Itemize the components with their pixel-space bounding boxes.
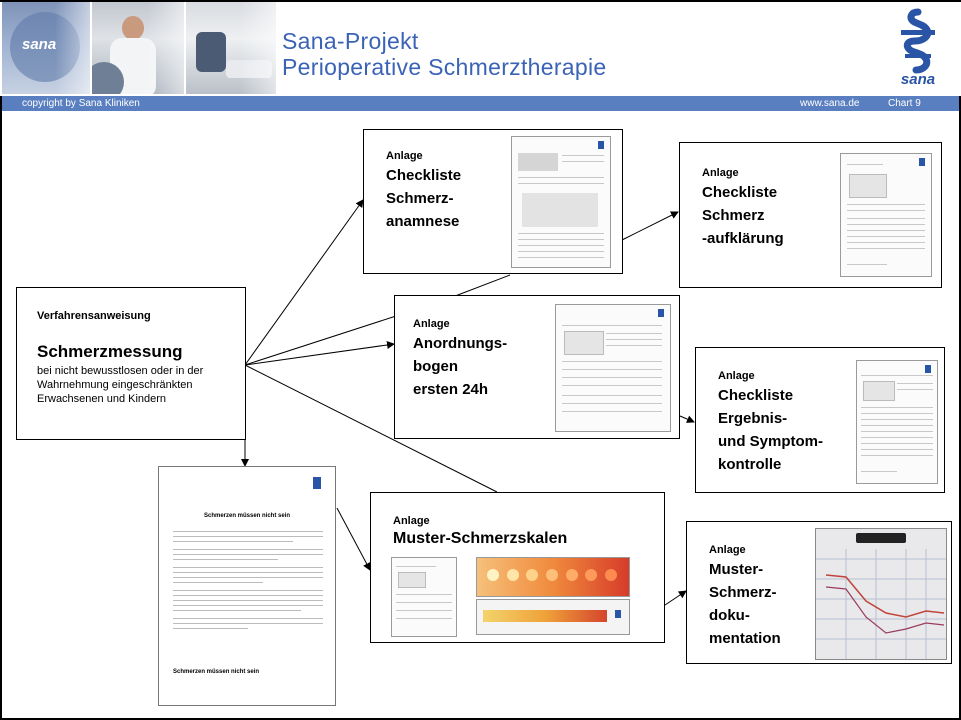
- letter-footer-heading: Schmerzen müssen nicht sein: [173, 669, 260, 675]
- face-icon: [565, 569, 578, 581]
- face-icon: [526, 569, 539, 581]
- anlage-line: kontrolle: [718, 456, 782, 473]
- anlage-label: Anlage: [413, 318, 450, 330]
- anlage-line: Ergebnis-: [718, 410, 788, 427]
- procedure-heading: Verfahrensanweisung: [37, 310, 151, 322]
- anlage-line: Anordnungs-: [413, 335, 508, 352]
- chart-number: Chart 9: [888, 98, 921, 109]
- anlage-label: Anlage: [386, 150, 423, 162]
- pain-ruler-scale-image: [476, 599, 630, 635]
- face-icon: [604, 569, 617, 581]
- arrow-to-doku: [664, 590, 687, 606]
- anlage-box-anamnese: Anlage Checkliste Schmerz- anamnese: [363, 129, 623, 274]
- procedure-description: bei nicht bewusstlosen oder in der Wahrn…: [37, 365, 204, 405]
- title-line-1: Sana-Projekt: [282, 28, 419, 54]
- documentation-chart-image: [815, 528, 947, 660]
- anlage-box-dokumentation: Anlage Muster- Schmerz- doku- mentation: [686, 521, 952, 664]
- sana-logo-text: sana: [900, 71, 936, 88]
- anlage-line: Schmerz-: [709, 584, 777, 601]
- anlage-line: und Symptom-: [718, 433, 823, 450]
- anlage-line: Muster-Schmerzskalen: [393, 530, 568, 547]
- frame-border: [0, 718, 961, 720]
- anlage-label: Anlage: [393, 515, 430, 527]
- anlage-line: anamnese: [386, 213, 460, 230]
- anlage-line: Schmerz: [702, 207, 765, 224]
- anlage-line: Checkliste: [718, 387, 794, 404]
- sana-logo-icon: [901, 8, 935, 74]
- face-icon: [506, 569, 519, 581]
- anlage-box-aufklaerung: Anlage Checkliste Schmerz -aufklärung: [679, 142, 942, 288]
- procedure-title: Schmerzmessung: [37, 342, 183, 361]
- arrow-to-skalen: [336, 507, 371, 571]
- title-line-2: Perioperative Schmerztherapie: [282, 54, 607, 80]
- anlage-line: -aufklärung: [702, 230, 784, 247]
- anlage-line: doku-: [709, 607, 750, 624]
- anlage-line: bogen: [413, 358, 458, 375]
- face-icon: [545, 569, 558, 581]
- anlage-line: Muster-: [709, 561, 764, 578]
- anlage-line: mentation: [709, 630, 781, 647]
- pain-face-scale-image: [476, 557, 630, 597]
- document-thumbnail: [511, 136, 611, 268]
- line-to-anordnung: [244, 315, 397, 366]
- header: sana Sana-Projekt Perioperative Schmerzt…: [0, 0, 961, 97]
- frame-border: [0, 96, 2, 720]
- letter-logo-icon: [313, 477, 321, 489]
- anlage-line: Checkliste: [702, 184, 778, 201]
- procedure-box: Verfahrensanweisung Schmerzmessung bei n…: [16, 287, 246, 440]
- anlage-box-ergebnis: Anlage Checkliste Ergebnis- und Symptom-…: [695, 347, 945, 493]
- page-title: Sana-Projekt Perioperative Schmerztherap…: [282, 28, 606, 80]
- sana-logo: sana: [883, 8, 953, 92]
- face-icon: [585, 569, 598, 581]
- header-photo-logo-sign: sana: [2, 2, 90, 94]
- scale-logo-icon: [615, 610, 621, 618]
- header-photo-nurse: [92, 2, 184, 94]
- line-to-skalen: [244, 364, 498, 493]
- line-anamnese-anordnung: [449, 274, 511, 299]
- documentation-chart-lines: [816, 549, 946, 659]
- document-thumbnail: [555, 304, 671, 432]
- info-bar: copyright by Sana Kliniken www.sana.de C…: [0, 96, 961, 111]
- anlage-box-anordnungsbogen: Anlage Anordnungs- bogen ersten 24h: [394, 295, 680, 439]
- arrow-to-aufklaerung: [621, 211, 679, 241]
- arrow-to-ergebnis: [679, 415, 695, 423]
- anlage-line: Schmerz-: [386, 190, 454, 207]
- letter-body-lines: [173, 527, 323, 633]
- anlage-label: Anlage: [709, 544, 746, 556]
- arrow-to-anamnese: [244, 199, 364, 366]
- face-icon: [487, 569, 499, 581]
- document-thumbnail: [840, 153, 932, 277]
- anlage-line: ersten 24h: [413, 381, 489, 398]
- document-thumbnail: [391, 557, 457, 637]
- anlage-line: Checkliste: [386, 167, 462, 184]
- frame-border: [959, 96, 961, 720]
- arrow-to-anordnung: [244, 341, 395, 366]
- anlage-label: Anlage: [718, 370, 755, 382]
- header-photo-hospital-bed: [186, 2, 276, 94]
- website-link[interactable]: www.sana.de: [800, 98, 860, 109]
- anlage-box-skalen: Anlage Muster-Schmerzskalen: [370, 492, 665, 643]
- anlage-label: Anlage: [702, 167, 739, 179]
- letter-document: Schmerzen müssen nicht sein Schmerzen mü…: [158, 466, 336, 706]
- copyright-text: copyright by Sana Kliniken: [22, 98, 140, 109]
- letter-heading: Schmerzen müssen nicht sein: [203, 513, 291, 519]
- document-thumbnail: [856, 360, 938, 484]
- frame-border: [0, 0, 961, 2]
